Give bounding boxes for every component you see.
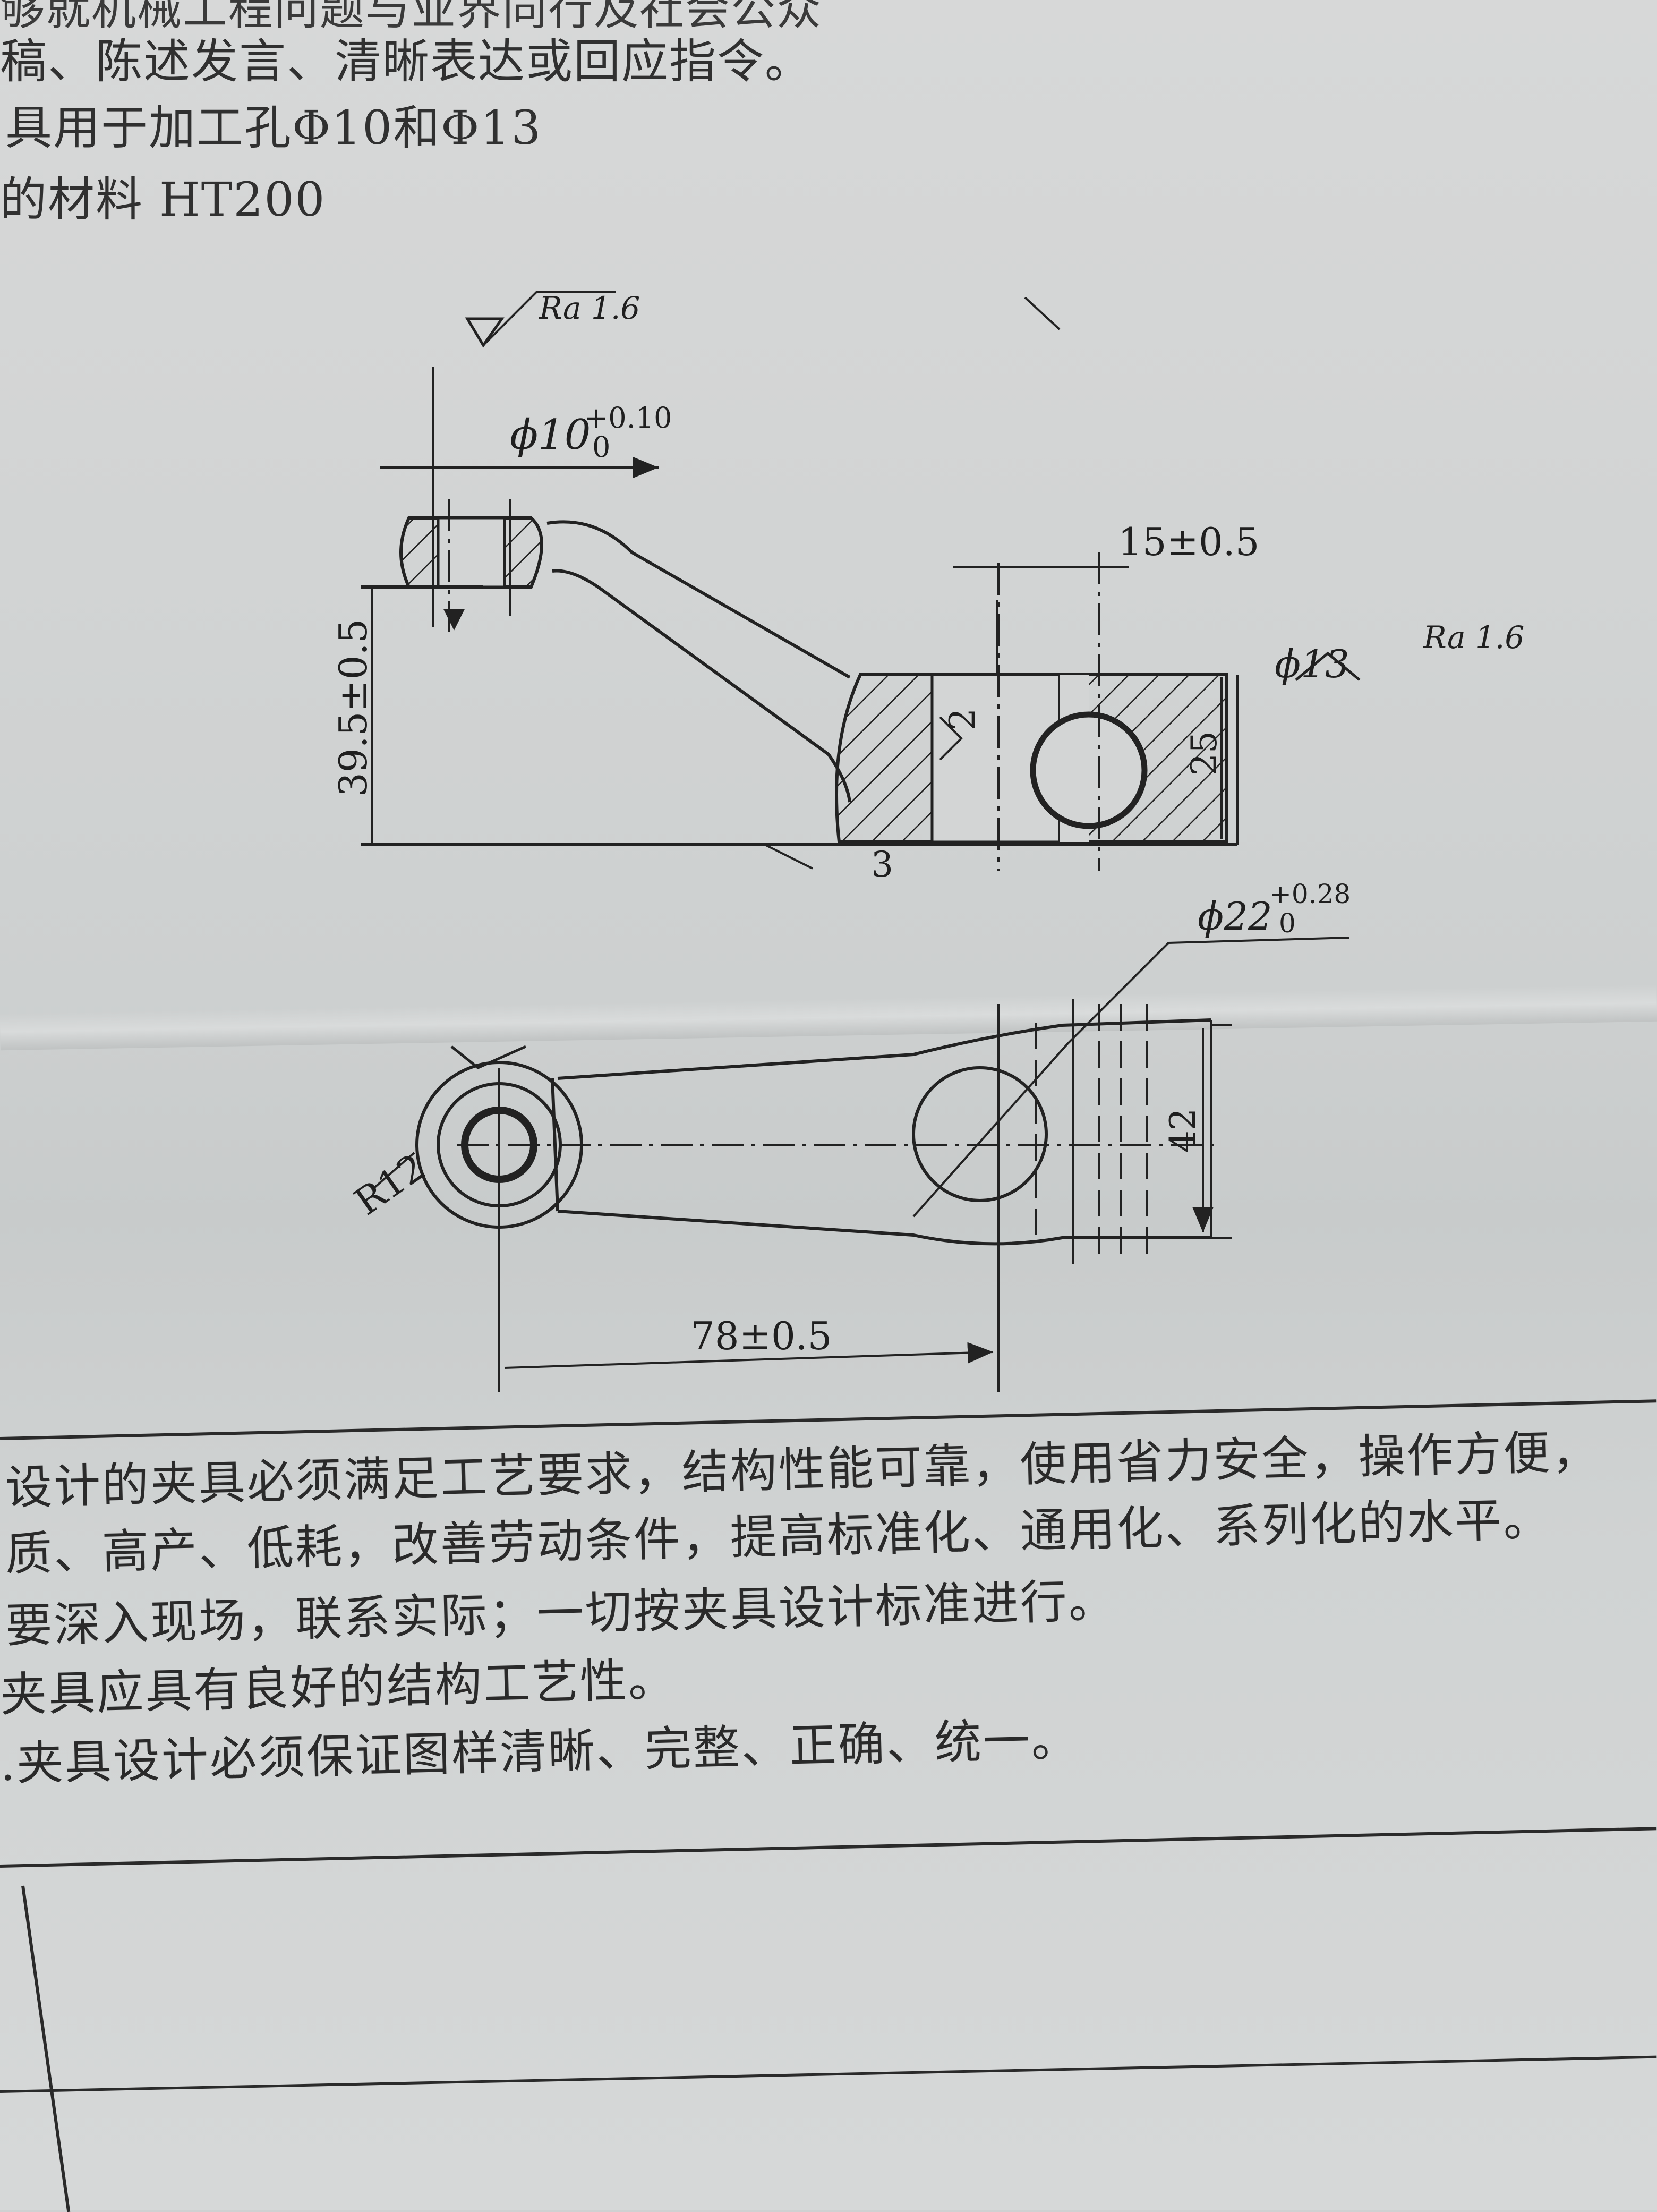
dia22-tol-upper: +0.28 [1269,879,1351,909]
dia10-tol-lower: 0 [592,430,610,464]
dim-2-label: 2 [942,708,983,730]
dia22-label: ϕ22 [1198,894,1272,939]
header-line-3: 的材料 HT200 [0,172,326,227]
dia22-tol-lower: 0 [1279,908,1296,939]
dim-42-label: 42 [1163,1108,1203,1153]
dim-78-label: 78±0.5 [690,1314,832,1358]
header-line-1: 稿、陈述发言、清晰表达或回应指令。 [0,34,813,89]
dim-25-label: 25 [1184,731,1225,776]
ra-top-label: Ra 1.6 [539,290,640,326]
r12-label: R12 [347,1145,433,1223]
header-line-0: 够就机械工程问题与业界同行及社会公众 [0,0,823,35]
front-view [361,291,1361,871]
dia10-label: ϕ10 [510,411,591,459]
technical-drawing: Ra 1.6 ϕ10 +0.10 0 15±0.5 ϕ13 Ra 1.6 39.… [331,290,1524,1392]
dim-15-label: 15±0.5 [1118,520,1259,564]
dia13-label: ϕ13 [1275,642,1349,686]
ra-right-label: Ra 1.6 [1423,619,1524,656]
dia10-tol-upper: +0.10 [584,401,672,435]
dim-395-label: 39.5±0.5 [331,619,375,797]
dim-3-label: 3 [871,844,893,885]
top-view [371,937,1349,1392]
header-line-2: 具用于加工孔Φ10和Φ13 [5,100,542,155]
